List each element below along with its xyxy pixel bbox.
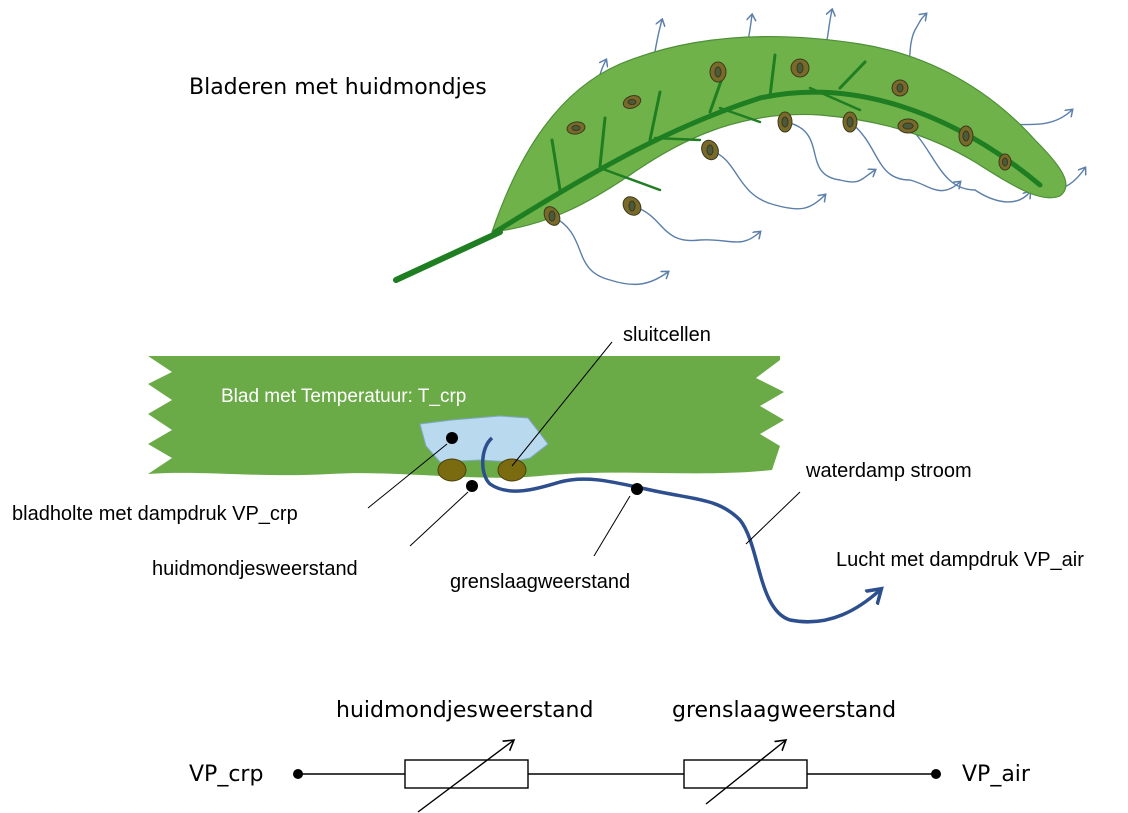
stoma bbox=[777, 111, 793, 133]
cavity-label: bladholte met dampdruk VP_crp bbox=[12, 503, 298, 525]
leaf-section-band bbox=[148, 356, 784, 478]
stoma bbox=[842, 111, 858, 133]
air-vapor-label: Lucht met dampdruk VP_air bbox=[836, 549, 1084, 571]
stoma bbox=[622, 196, 642, 216]
stoma bbox=[958, 125, 974, 147]
leaf-temperature-label: Blad met Temperatuur: T_crp bbox=[221, 386, 466, 407]
stoma bbox=[790, 58, 810, 78]
resistor-2 bbox=[683, 759, 808, 789]
stoma bbox=[897, 118, 919, 134]
leaf-title: Bladeren met huidmondjes bbox=[189, 75, 487, 100]
resistor1-label: huidmondjesweerstand bbox=[336, 698, 593, 723]
stomata-point bbox=[466, 480, 478, 492]
resistor-circuit: huidmondjesweerstand grenslaagweerstand … bbox=[189, 698, 1031, 813]
vapor-stream bbox=[481, 436, 880, 624]
leaf-blade bbox=[491, 35, 1067, 233]
stoma bbox=[891, 79, 909, 97]
stoma bbox=[709, 61, 727, 83]
variable-arrow-2 bbox=[705, 740, 786, 805]
left-node-label: VP_crp bbox=[189, 762, 263, 787]
leaf-illustration bbox=[393, 10, 1085, 286]
leaf-veins bbox=[492, 53, 1043, 235]
boundary-resistance-label: grenslaagweerstand bbox=[450, 571, 630, 593]
vapor-arrow bbox=[709, 149, 825, 210]
boundary-point bbox=[631, 483, 643, 495]
guard-cells-label: sluitcellen bbox=[623, 324, 711, 346]
stomata-resistance-label: huidmondjesweerstand bbox=[152, 558, 358, 580]
vapor-arrow bbox=[551, 215, 668, 286]
resistor-1 bbox=[404, 759, 529, 789]
guard-cell-right bbox=[497, 458, 527, 482]
leaf-cavity bbox=[419, 415, 549, 463]
stoma bbox=[998, 153, 1012, 171]
guard-cell-left bbox=[437, 458, 467, 482]
stoma bbox=[566, 121, 586, 135]
leader-lines bbox=[367, 341, 801, 557]
vapor-arrow bbox=[784, 121, 875, 183]
vapor-arrow bbox=[631, 205, 760, 243]
leaf-stem bbox=[393, 229, 503, 283]
stoma bbox=[543, 206, 561, 226]
vapor-stream-label: waterdamp stroom bbox=[805, 460, 972, 482]
stomata-dots bbox=[543, 58, 1012, 226]
vapor-arrow bbox=[849, 121, 960, 192]
right-node-label: VP_air bbox=[962, 762, 1031, 787]
vapor-arrow bbox=[907, 125, 1030, 203]
cavity-point bbox=[446, 432, 458, 444]
stoma bbox=[622, 95, 642, 109]
leaf-cross-section: sluitcellen Blad met Temperatuur: T_crp … bbox=[12, 324, 1084, 624]
stoma bbox=[701, 139, 719, 161]
variable-arrow-1 bbox=[417, 740, 514, 813]
resistor2-label: grenslaagweerstand bbox=[672, 698, 896, 723]
